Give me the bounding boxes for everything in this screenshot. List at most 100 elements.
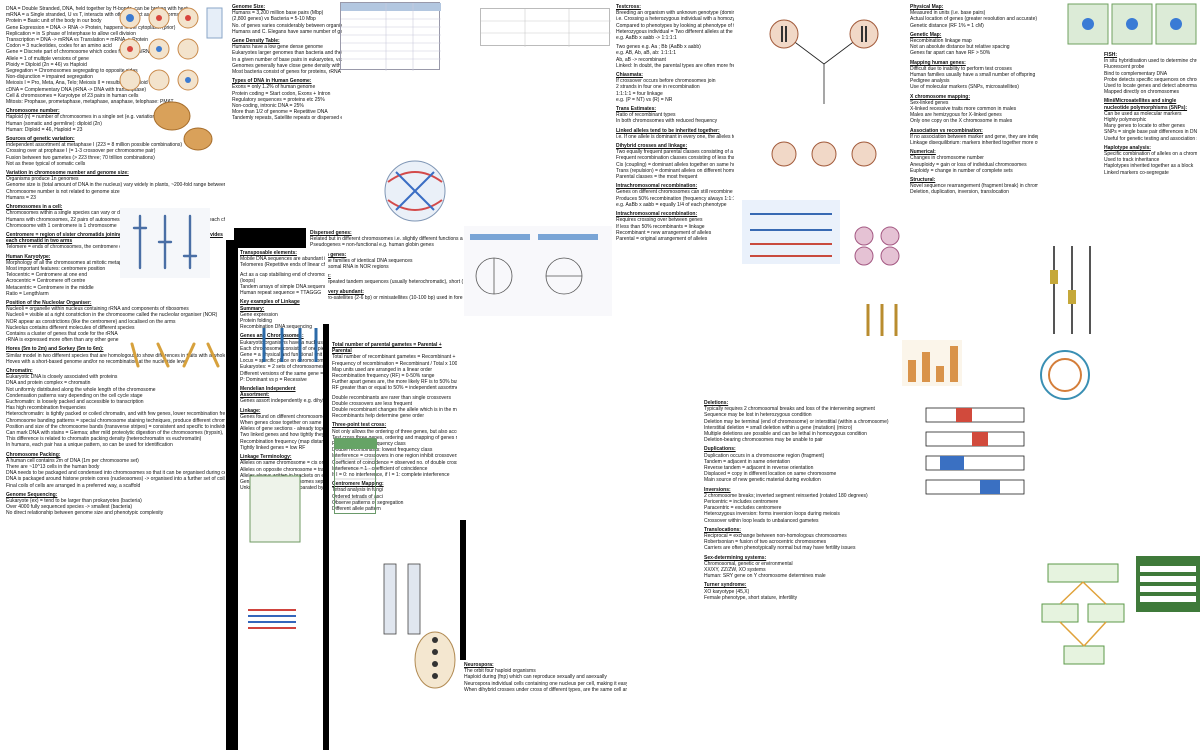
black-divider [460,520,466,660]
note-line: DNA = Double Stranded, DNA, held togethe… [6,6,188,12]
note-line: Cis (coupling) = dominant alleles togeth… [616,161,734,168]
note-line: Changes in chromosome number [910,155,984,162]
note-line: Coefficient of coincidence = observed no… [332,459,457,466]
section-heading: Inversions: [704,486,731,493]
section-heading: FISH: [1104,52,1118,58]
column-1-panel: DNA = Double Stranded, DNA, held togethe… [0,0,228,750]
column-4-panel: Testcross:Breeding an organism with unkn… [612,0,737,340]
notes-section: Centromere = region of sister chromatids… [6,232,225,251]
note-line: Double recombinants are rarer than singl… [332,394,451,401]
section-heading: Total number of parental gametes = Paren… [332,342,442,355]
notes-section: Double recombinants are rarer than singl… [332,395,457,420]
note-line: Tetrad analysis in fungi [332,487,383,494]
notes-section: Can be very abundant:e.g. Micro-satellit… [310,289,463,301]
note-line: Genes far apart can have RF > 50% [910,50,991,57]
note-line: Linked markers co-segregate [1104,169,1169,176]
notes-section: Variation in chromosome number and genom… [6,170,225,201]
note-line: Carriers are often phenotypically normal… [704,545,856,552]
section-heading: Mapping human genes: [910,59,966,66]
notes-section: DNA = Double Stranded, DNA, held togethe… [6,6,225,105]
note-line: Requires crossing over between genes [616,217,703,224]
section-heading: Chromosome number: [6,108,60,115]
note-line: Highly polymorphic [1104,117,1147,124]
section-heading: Association vs recombination: [910,127,983,134]
section-heading: Genome Sequencing: [6,491,58,498]
note-line: In a given number of base pairs in eukar… [232,56,342,63]
column-5-text: Deletions:Typically requires 2 chromosom… [704,400,907,601]
note-line: Condensation patterns vary depending on … [6,392,143,399]
note-line: Parental classes = the most frequent [616,174,698,181]
note-line: Genomes generally have close gene densit… [232,62,342,69]
note-line: Metacentric = Centromere in the middle [6,284,94,291]
linkage-map-figure [246,472,304,546]
notes-section: Intrachromosomal recombination:Genes on … [616,183,734,208]
notes-section: Genome Sequencing:Eukaryote (ex) = tend … [6,492,225,517]
section-heading: Position of the Nucleolar Organiser: [6,299,92,306]
note-line: Eukaryotes larger genomes than bacteria … [232,50,342,57]
note-line: Ordered tetrads of asci [332,493,383,500]
note-line: Displaced = copy in different location o… [704,471,837,478]
note-line: Parental = original arrangement of allel… [616,235,708,242]
note-line: Gene expression [240,311,278,318]
section-heading: Types of DNA in Human Genome: [232,78,312,85]
notes-section: Inversions:2 chromosome breaks; inverted… [704,487,907,524]
notes-section: Sources of genetic variation:Independent… [6,136,225,167]
section-heading: Haplotype analysis: [1104,144,1151,151]
note-line: Ratio = Length/arm [6,290,49,297]
note-line: Compared to phenotypes by looking at phe… [616,22,734,29]
note-line: 1:1:1:1 = four linkage [616,90,663,97]
section-heading: Hores (5m to 2m) and Sorkey (5m to 6m): [6,346,104,353]
note-line: Double recombinant changes the allele wh… [332,407,457,414]
note-line: Alleles on opposite chromosome = trans [240,466,325,473]
note-line: Telocentric = Centromere at one end [6,272,88,279]
section-heading: Testcross: [616,4,641,10]
section-heading: Translocations: [704,526,741,533]
note-line: Humans have a low gene dense genome [232,44,323,51]
column-3a-text: Total number of parental gametes = Paren… [332,342,457,512]
section-heading: Transposable elements: [240,250,297,256]
note-line: Mitosis: Prophase, prometaphase, metapha… [6,99,174,106]
note-line: Protein = Basic unit of the body in our … [6,18,102,25]
section-heading: Centromere = region of sister chromatids… [6,231,223,245]
note-line: Double crossovers are less frequent [332,400,413,407]
note-line: No. of genes varies considerably between… [232,22,342,29]
note-line: Paracentric = excludes centromere [704,505,782,512]
notes-section: Dihybrid crosses and linkage:Two equally… [616,143,734,180]
note-line: Interstitial deletion = small deletion w… [704,424,853,431]
note-line: NOR appear as constrictions (like the ce… [6,318,176,325]
note-line: Measured in units (i.e. base pairs) [910,10,986,17]
note-line: Novel sequence rearrangement (fragment b… [910,183,1038,190]
note-line: More than 1/2 of genome = Repetitive DNA [232,109,328,116]
note-line: Gene = Discrete part of chromosome which… [6,49,153,56]
note-line: Crossover within loop leads to unbalance… [704,517,819,524]
note-line: Genes on different chromosomes can still… [616,189,733,196]
note-line: (2,800 genes) vs Bacteria = 5-10 Mbp [232,16,316,23]
note-line: Genome size is (total amount of DNA in t… [6,182,225,189]
note-line: Contains a cluster of genes that code fo… [6,330,118,337]
note-line: Human repeat sequence = TTAGGG [240,290,322,297]
section-heading: Linkage: [240,407,261,414]
note-line: When dihybrid crosses under cross of dif… [464,686,627,693]
note-line: Regulatory sequences = proteins etc 25% [232,96,325,103]
notes-section: FISH:In situ hybridisation used to deter… [1104,52,1197,95]
note-line: Neurospora individual cells containing o… [464,680,627,687]
note-line: Protein folding [240,318,272,325]
section-heading: Trans Estimates: [616,106,657,113]
note-line: e.g. AB, Ab, aB, ab: 1:1:1:1 [616,50,677,57]
note-line: Many genes to locate to other genes [1104,123,1185,130]
crossing-over-diagram [244,604,300,634]
genes-chromosomes-figure [256,322,322,366]
column-6-text: Physical Map:Measured in units (i.e. bas… [910,4,1038,196]
section-heading: Centromere Mapping: [332,481,384,488]
notes-section: Dispersed genes:Related but in different… [310,230,463,249]
note-line: Ploidy = Diploid (2n = 46) vs Haploid [6,61,87,68]
note-line: No direct relationship between genome si… [6,510,164,517]
note-line: Ab, aB -> recombinant [616,56,666,63]
note-line: DNA is packaged around histone protein c… [6,476,225,483]
note-line: Similar model in two different species t… [6,352,225,359]
note-line: Haploid (n) = number of chromosomes in a… [6,114,179,121]
notes-section: Types of DNA in Human Genome:Exons = onl… [232,78,342,121]
